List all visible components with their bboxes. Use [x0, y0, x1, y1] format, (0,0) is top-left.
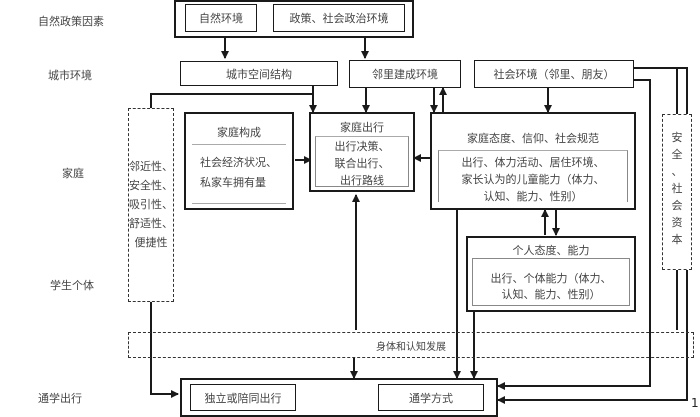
- development-band: 身体和认知发展: [128, 332, 694, 358]
- char: 、: [671, 165, 683, 178]
- family-attitude-line: 出行、体力活动、居住环境、: [461, 156, 605, 169]
- family-attitude-line: 家长认为的儿童能力（体力、: [461, 173, 605, 186]
- char: 全: [671, 148, 683, 161]
- char: 社: [671, 182, 683, 195]
- family-attitude-title: 家庭态度、信仰、社会规范: [467, 132, 599, 145]
- development-label: 身体和认知发展: [376, 341, 446, 353]
- quality-item: 舒适性、: [129, 217, 173, 230]
- personal-attitude-title: 个人态度、能力: [512, 244, 590, 257]
- level-label-urban: 城市环境: [48, 69, 92, 82]
- node-social-env: 社会环境（邻里、朋友）: [474, 60, 634, 88]
- family-attitude-line: 认知、能力、性别）: [483, 190, 583, 203]
- family-travel-line: 出行决策、: [334, 140, 390, 153]
- family-composition-title: 家庭构成: [217, 126, 261, 139]
- node-urban-structure: 城市空间结构: [180, 61, 338, 86]
- family-attitude-inner: [438, 150, 628, 202]
- arrow-social-to-commute-inner: [497, 79, 651, 390]
- node-family-travel: 家庭出行 出行决策、 联合出行、 出行路线: [309, 112, 415, 192]
- family-travel-line: 联合出行、: [334, 157, 390, 170]
- node-natural-env: 自然环境: [185, 4, 257, 32]
- family-travel-inner: [315, 136, 409, 187]
- level-label-family: 家庭: [62, 167, 84, 180]
- line-urban-to-qualities: [150, 93, 313, 108]
- quality-item: 邻近性、: [129, 160, 173, 173]
- char: 资: [671, 216, 683, 229]
- node-personal-attitude: 个人态度、能力 出行、个体能力（体力、 认知、能力、性别）: [466, 236, 636, 312]
- personal-attitude-line: 出行、个体能力（体力、: [490, 272, 612, 285]
- node-family-attitude: 家庭态度、信仰、社会规范 出行、体力活动、居住环境、 家长认为的儿童能力（体力、…: [430, 112, 636, 210]
- family-composition-line: 私家车拥有量: [200, 176, 266, 189]
- family-travel-title: 家庭出行: [340, 121, 384, 134]
- page-number: 1: [691, 396, 699, 410]
- char: 安: [671, 131, 683, 144]
- char: 本: [671, 233, 683, 246]
- node-neighborhood-built: 邻里建成环境: [349, 60, 461, 88]
- node-policy-env: 政策、社会政治环境: [273, 4, 405, 32]
- quality-item: 安全性、: [129, 179, 173, 192]
- neighborhood-qualities-list: 邻近性、 安全性、 吸引性、 舒适性、 便捷性: [129, 157, 173, 252]
- family-travel-line: 出行路线: [340, 174, 384, 187]
- safety-social-capital-box: 安 全 、 社 会 资 本: [662, 114, 692, 270]
- level-label-student: 学生个体: [50, 279, 94, 292]
- personal-attitude-inner: [472, 258, 630, 306]
- divider: [192, 203, 286, 204]
- safety-social-capital-text: 安 全 、 社 会 资 本: [663, 129, 691, 248]
- quality-item: 吸引性、: [129, 198, 173, 211]
- level-label-commute: 通学出行: [38, 392, 82, 405]
- node-commute-mode: 通学方式: [378, 384, 484, 411]
- node-independent-travel: 独立或陪同出行: [190, 384, 296, 411]
- family-composition-line: 社会经济状况、: [200, 156, 277, 169]
- quality-item: 便捷性: [134, 236, 168, 249]
- char: 会: [671, 199, 683, 212]
- divider: [192, 144, 286, 145]
- node-family-composition: 家庭构成 社会经济状况、 私家车拥有量: [184, 112, 294, 210]
- neighborhood-qualities-box: 邻近性、 安全性、 吸引性、 舒适性、 便捷性: [128, 108, 174, 302]
- personal-attitude-line: 认知、能力、性别）: [501, 288, 601, 301]
- level-label-natural-policy: 自然政策因素: [38, 15, 104, 28]
